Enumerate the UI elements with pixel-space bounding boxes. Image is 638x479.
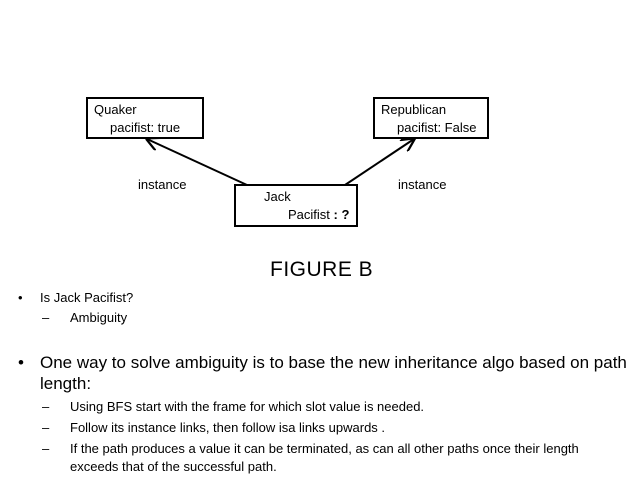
- bullet-item: • One way to solve ambiguity is to base …: [18, 352, 628, 476]
- sub-bullet-item: – If the path produces a value it can be…: [18, 440, 630, 476]
- republican-slot: pacifist: False: [397, 120, 477, 135]
- jack-title: Jack: [264, 189, 291, 204]
- sub-bullet-marker: –: [42, 420, 50, 435]
- republican-title: Republican: [381, 102, 447, 117]
- jack-slot-sep: :: [329, 207, 342, 222]
- sub-bullet-text: If the path produces a value it can be t…: [70, 441, 579, 474]
- bullet-text: One way to solve ambiguity is to base th…: [40, 353, 627, 393]
- bullet-marker: •: [18, 353, 24, 372]
- sub-bullet-text: Using BFS start with the frame for which…: [70, 399, 425, 414]
- jack-slot: Pacifist : ?: [264, 206, 350, 224]
- quaker-slot: pacifist: true: [110, 120, 181, 135]
- jack-slot-value: ?: [341, 207, 350, 222]
- bullet-marker: •: [18, 290, 23, 305]
- sub-bullet-text: Follow its instance links, then follow i…: [70, 420, 386, 435]
- bullet-list-2: • One way to solve ambiguity is to base …: [18, 352, 628, 479]
- sub-bullet-marker: –: [42, 310, 50, 325]
- figure-title: FIGURE B: [270, 258, 374, 281]
- sub-bullet-marker: –: [42, 441, 50, 456]
- sub-bullet-text: Ambiguity: [70, 310, 128, 325]
- bullet-item: • Is Jack Pacifist? – Ambiguity: [18, 289, 618, 327]
- instance-arrow-to-quaker: [147, 139, 248, 186]
- jack-frame: Jack Pacifist : ?: [234, 184, 358, 227]
- quaker-frame: Quaker pacifist: true: [86, 97, 204, 139]
- quaker-title: Quaker: [94, 102, 137, 117]
- republican-frame: Republican pacifist: False: [373, 97, 489, 139]
- instance-arrow-to-republican: [344, 139, 414, 186]
- sub-bullet-marker: –: [42, 399, 50, 414]
- edge-label-instance-left: instance: [138, 177, 187, 192]
- sub-bullet-item: – Follow its instance links, then follow…: [18, 419, 630, 437]
- edge-label-instance-right: instance: [398, 177, 447, 192]
- sub-bullet-item: – Ambiguity: [18, 309, 618, 327]
- sub-bullet-item: – Using BFS start with the frame for whi…: [18, 398, 630, 416]
- jack-slot-name: Pacifist: [288, 207, 330, 222]
- bullet-text: Is Jack Pacifist?: [40, 290, 134, 305]
- bullet-list-1: • Is Jack Pacifist? – Ambiguity: [18, 289, 618, 327]
